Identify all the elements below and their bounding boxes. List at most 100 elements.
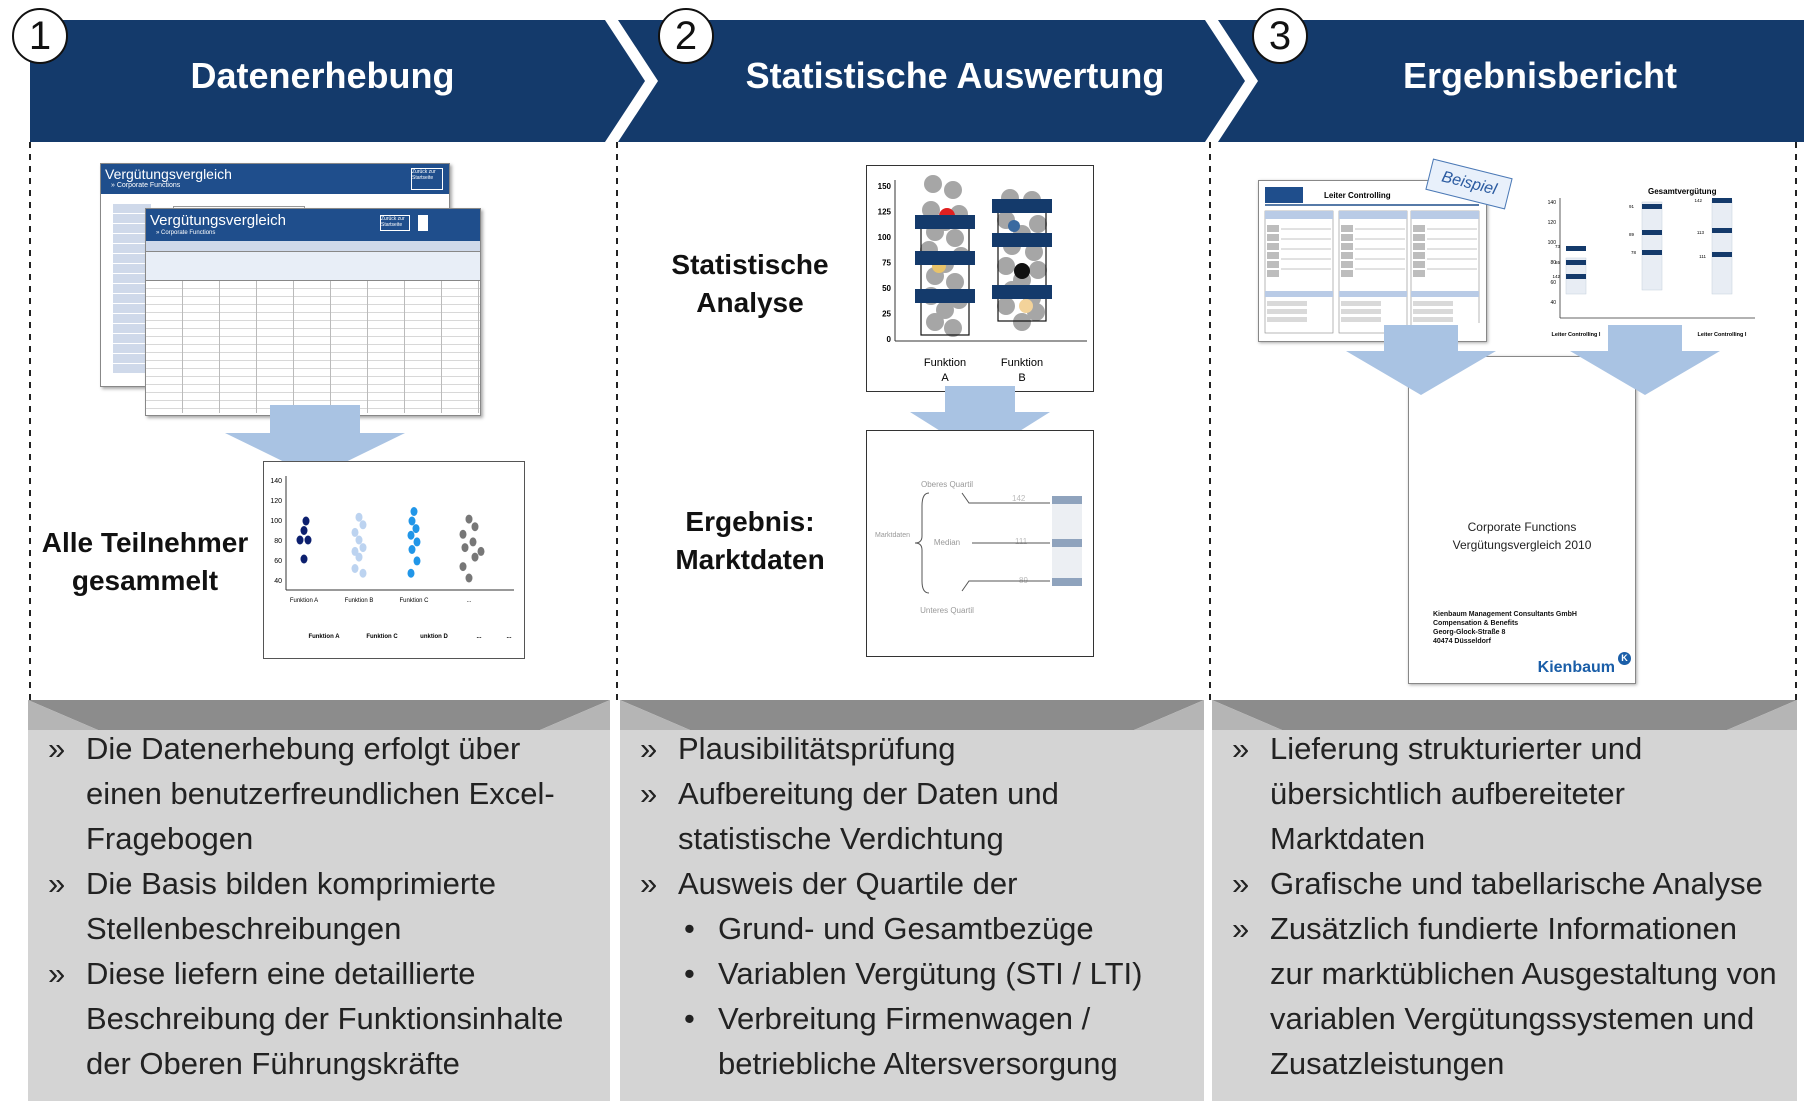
data-point xyxy=(355,535,363,545)
y-tick-label: 100 xyxy=(270,518,282,525)
bullets-2: PlausibilitätsprüfungAufbereitung der Da… xyxy=(622,726,1202,1086)
data-point xyxy=(300,526,308,535)
bullet-line: Verbreitung Firmenwagen / xyxy=(622,996,1202,1041)
data-point xyxy=(359,543,367,553)
report-table-cell xyxy=(1267,234,1279,241)
step1-label: Alle Teilnehmer gesammelt xyxy=(40,524,250,600)
bullet-line: Diese liefern eine detaillierte xyxy=(30,951,605,996)
x-tick-label: Funktion xyxy=(924,357,966,369)
data-point xyxy=(469,537,477,547)
report-bar-value: 73 xyxy=(1555,244,1561,249)
report-bar xyxy=(1712,228,1732,233)
market-median-bar xyxy=(1052,539,1082,547)
report-bar xyxy=(1642,230,1662,235)
report-bar-value: 113 xyxy=(1697,230,1705,235)
data-point xyxy=(355,512,363,522)
report-table-cell xyxy=(1267,252,1279,259)
sheet-back-subtitle: » Corporate Functions xyxy=(111,182,181,189)
data-point xyxy=(465,573,473,583)
report-table-cell xyxy=(1413,309,1453,314)
y-tick-label: 150 xyxy=(878,182,892,191)
y-tick-label: 60 xyxy=(1550,280,1556,286)
report-table-cell xyxy=(1413,270,1425,277)
step-number-1: 1 xyxy=(12,8,68,64)
data-point xyxy=(296,535,304,545)
y-tick-label: 100 xyxy=(1548,240,1557,246)
report-table-page: Leiter Controlling xyxy=(1258,180,1487,342)
bullet-line: Grund- und Gesamtbezüge xyxy=(622,906,1202,951)
sheet-front-title: Vergütungsvergleich xyxy=(150,212,286,229)
y-tick-label: 140 xyxy=(1548,200,1557,206)
highlight-point xyxy=(1008,220,1020,232)
bullet-line: Stellenbeschreibungen xyxy=(86,911,402,946)
report-table-cell xyxy=(1267,243,1279,250)
data-point xyxy=(461,543,469,553)
step-title-2: Statistische Auswertung xyxy=(745,55,1165,96)
bullet-line: Aufbereitung der Daten und xyxy=(622,771,1202,816)
report-bar xyxy=(1642,250,1662,255)
y-tick-label: 120 xyxy=(270,498,282,505)
y-tick-label: 0 xyxy=(887,335,892,344)
report-table-cell xyxy=(1341,252,1353,259)
y-tick-label: 60 xyxy=(274,558,282,565)
lower-connector xyxy=(961,580,1050,592)
step1-label-line2: gesammelt xyxy=(71,565,219,596)
quartile-bar xyxy=(992,233,1052,247)
bullet-line: Zusatzleistungen xyxy=(1270,1046,1505,1081)
x-tick-label: B xyxy=(1018,372,1025,384)
step-title-1: Datenerhebung xyxy=(190,55,455,96)
report-table-cell xyxy=(1267,301,1307,306)
data-point xyxy=(351,527,359,537)
data-point xyxy=(997,297,1015,315)
report-table-header xyxy=(1265,211,1333,219)
report-table-header xyxy=(1339,211,1407,219)
bullet-line: Fragebogen xyxy=(86,821,254,856)
banner-segment-2 xyxy=(618,20,1245,142)
excel-arrow-icon xyxy=(418,215,428,231)
upper-value: 142 xyxy=(1012,494,1026,503)
report-table-cell xyxy=(1341,261,1353,268)
data-point xyxy=(946,229,964,247)
upper-quartile-label: Oberes Quartil xyxy=(921,480,973,489)
data-point xyxy=(355,552,363,562)
y-tick-label: 25 xyxy=(882,310,891,319)
report-table-subheader xyxy=(1339,291,1407,297)
quartile-bar xyxy=(915,215,975,229)
y-tick-label: 75 xyxy=(882,259,891,268)
y-tick-label: 80 xyxy=(1550,260,1556,266)
data-point xyxy=(922,201,940,219)
x-tick-label: Funktion A xyxy=(290,598,318,604)
sheet-front-button[interactable]: Zurück zur Startseite xyxy=(380,215,410,231)
report-header: Leiter Controlling xyxy=(1324,191,1391,200)
bullet-line: betriebliche Altersversorgung xyxy=(718,1046,1118,1081)
report-chart-range xyxy=(1641,201,1663,291)
kienbaum-logo-icon: K xyxy=(1618,652,1631,665)
step2-label2-line1: Ergebnis: xyxy=(685,506,815,537)
data-point xyxy=(465,514,473,524)
report-table-cell xyxy=(1267,270,1279,277)
report-bar xyxy=(1566,260,1586,265)
bullet-line: Marktdaten xyxy=(1270,821,1426,856)
x-group-label: Funktion A xyxy=(308,634,340,640)
report-table-cell xyxy=(1341,225,1353,232)
report-table-cell xyxy=(1267,309,1307,314)
y-tick-label: 40 xyxy=(274,578,282,585)
data-point xyxy=(302,516,310,526)
data-point xyxy=(359,568,367,578)
market-data-label: Marktdaten xyxy=(875,532,910,539)
sheet-back-button[interactable]: Zurück zur Startseite xyxy=(411,168,443,190)
flow-arrow-2 xyxy=(910,386,1050,456)
flow-arrow-3b xyxy=(1570,325,1720,395)
data-point xyxy=(459,529,467,539)
flow-arrow-3a xyxy=(1346,325,1496,395)
report-table-cell xyxy=(1413,225,1425,232)
report-table-cell xyxy=(1267,225,1279,232)
data-point xyxy=(944,181,962,199)
x-group-label: ... xyxy=(506,634,511,640)
data-point xyxy=(300,554,308,564)
panel-1 xyxy=(28,700,610,730)
median-label: Median xyxy=(934,538,960,547)
step2-label-analysis: Statistische Analyse xyxy=(660,246,840,322)
market-upper-bar xyxy=(1052,496,1082,504)
